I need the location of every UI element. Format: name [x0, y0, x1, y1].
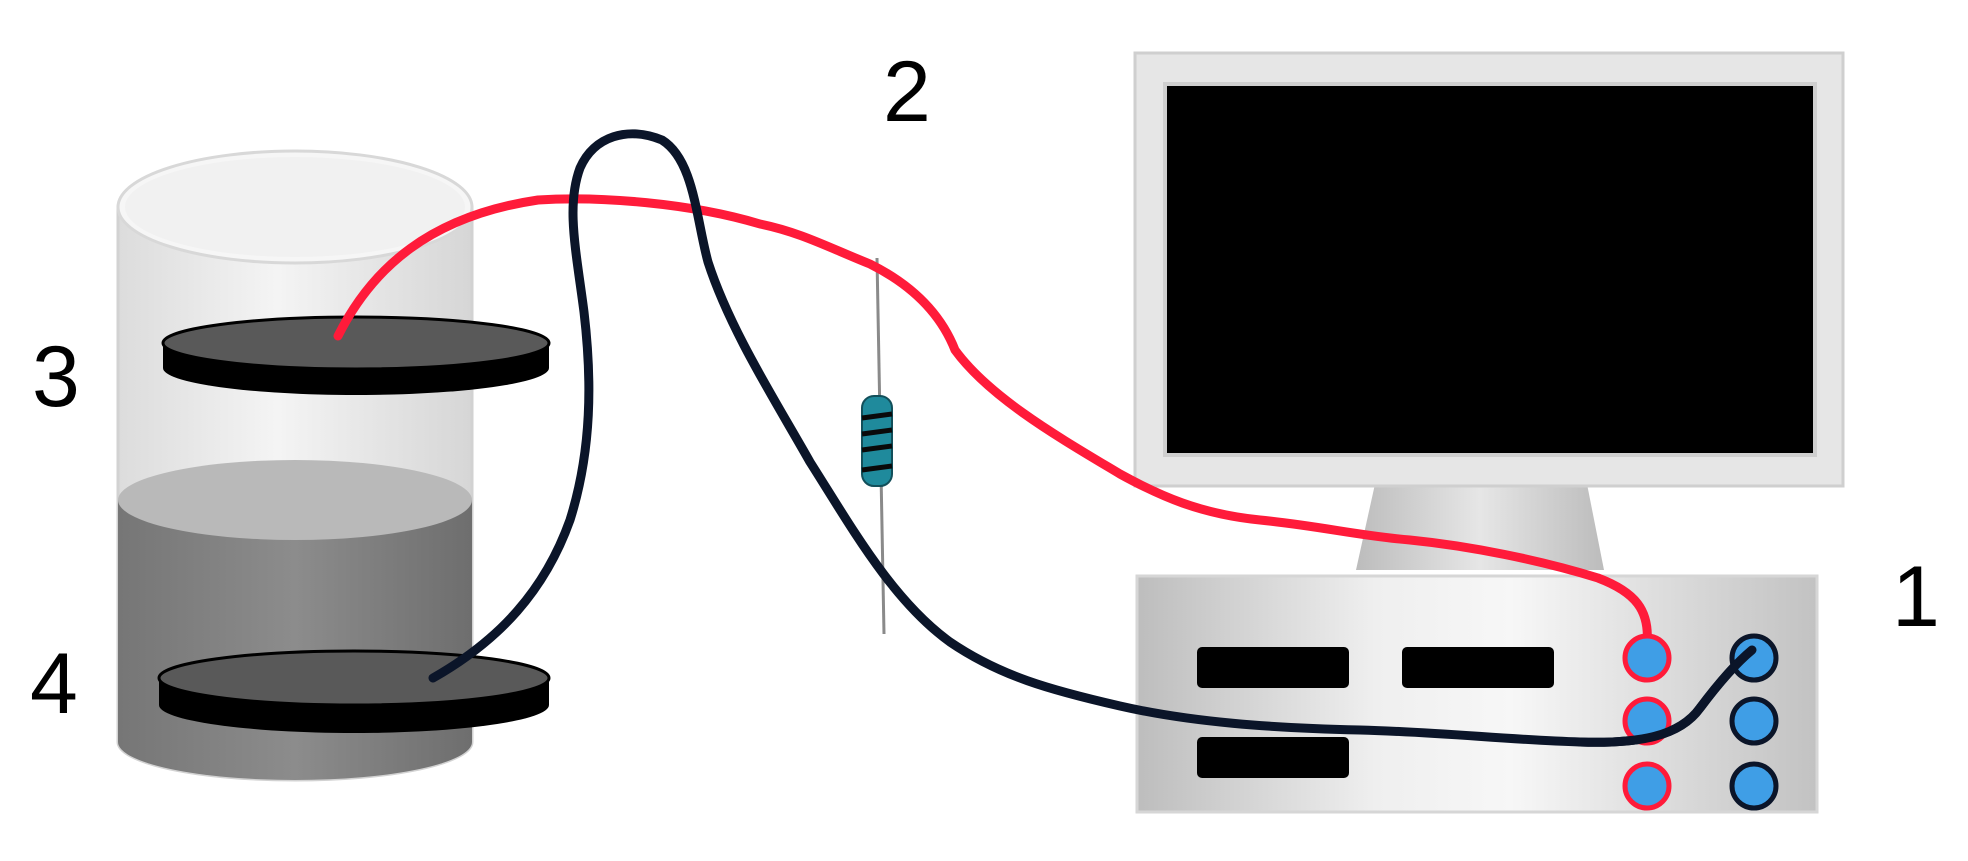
resistor-band — [861, 427, 893, 437]
drive-slot — [1402, 647, 1554, 688]
resistor-band — [861, 411, 893, 421]
label-upper-electrode: 3 — [32, 329, 80, 425]
lower-electrode — [157, 649, 551, 733]
port-column-red — [1622, 633, 1672, 811]
port — [1622, 633, 1672, 683]
label-resistor: 2 — [883, 44, 931, 140]
port — [1622, 761, 1672, 811]
label-lower-electrode: 4 — [30, 636, 78, 732]
port — [1729, 761, 1779, 811]
port — [1729, 633, 1779, 683]
liquid-surface — [118, 460, 472, 540]
upper-electrode — [161, 315, 551, 395]
resistor-body — [861, 395, 893, 487]
label-computer: 1 — [1892, 549, 1940, 645]
liquid-body — [118, 500, 472, 780]
black-wire — [428, 129, 1757, 747]
resistor-band — [861, 443, 893, 453]
drive-slot — [1197, 737, 1349, 778]
monitor-stand — [1356, 484, 1604, 570]
port — [1729, 696, 1779, 746]
drive-slot — [1197, 647, 1349, 688]
desktop-computer — [1133, 51, 1845, 814]
black-wire-overlay — [1575, 645, 1757, 747]
monitor-screen — [1163, 82, 1817, 457]
resistor-band — [861, 463, 893, 473]
port-column-black — [1729, 633, 1779, 811]
